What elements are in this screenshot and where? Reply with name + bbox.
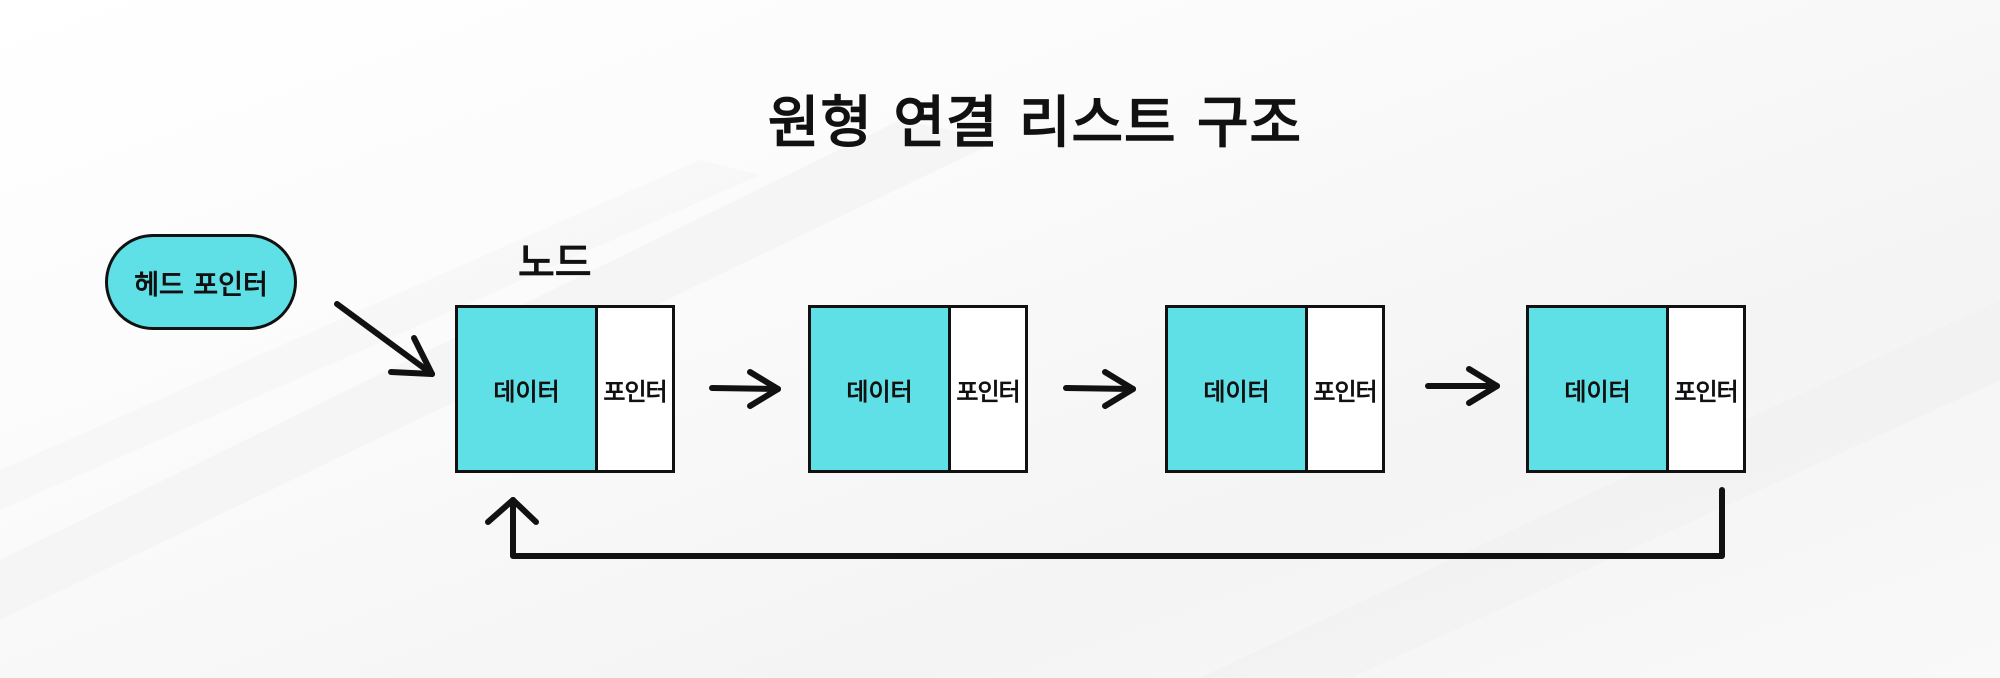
node-data-cell: 데이터 <box>808 305 951 473</box>
list-node-2: 데이터 포인터 <box>808 305 1028 473</box>
node-pointer-cell: 포인터 <box>1308 305 1385 473</box>
list-node-3: 데이터 포인터 <box>1165 305 1385 473</box>
head-to-node-arrow <box>334 301 435 377</box>
node-pointer-cell: 포인터 <box>951 305 1028 473</box>
next-arrow-1 <box>709 369 781 409</box>
list-node-4: 데이터 포인터 <box>1526 305 1746 473</box>
loop-back-arrow <box>485 487 1725 559</box>
head-pointer: 헤드 포인터 <box>105 234 297 330</box>
node-data-cell: 데이터 <box>1165 305 1308 473</box>
next-arrow-2 <box>1063 369 1136 409</box>
node-data-cell: 데이터 <box>1526 305 1669 473</box>
node-label: 노드 <box>518 240 592 286</box>
node-pointer-cell: 포인터 <box>598 305 675 473</box>
node-pointer-cell: 포인터 <box>1669 305 1746 473</box>
list-node-1: 데이터 포인터 <box>455 305 675 473</box>
next-arrow-3 <box>1425 366 1500 406</box>
node-data-cell: 데이터 <box>455 305 598 473</box>
diagram-title: 원형 연결 리스트 구조 <box>767 91 1303 156</box>
